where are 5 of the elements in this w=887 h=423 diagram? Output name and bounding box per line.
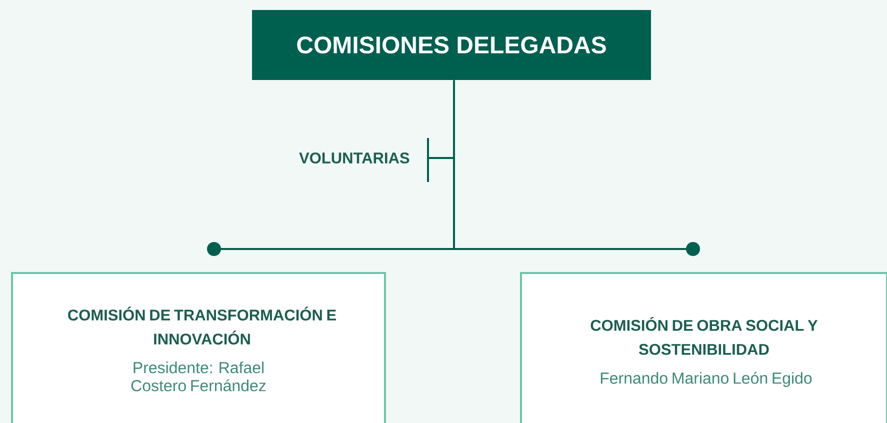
- title-box: COMISIONES DELEGADAS: [252, 10, 651, 80]
- group-label: VOLUNTARIAS: [299, 152, 410, 164]
- committee-box: COMISIÓN DE OBRA SOCIAL Y SOSTENIBILIDAD Fernando Mariano León Egido: [520, 272, 887, 423]
- connector-line: [453, 80, 700, 256]
- committee-box: COMISIÓN DE TRANSFORMACIÓN E INNOVACIÓN Presidente: Rafael Costero Fernández: [11, 272, 386, 423]
